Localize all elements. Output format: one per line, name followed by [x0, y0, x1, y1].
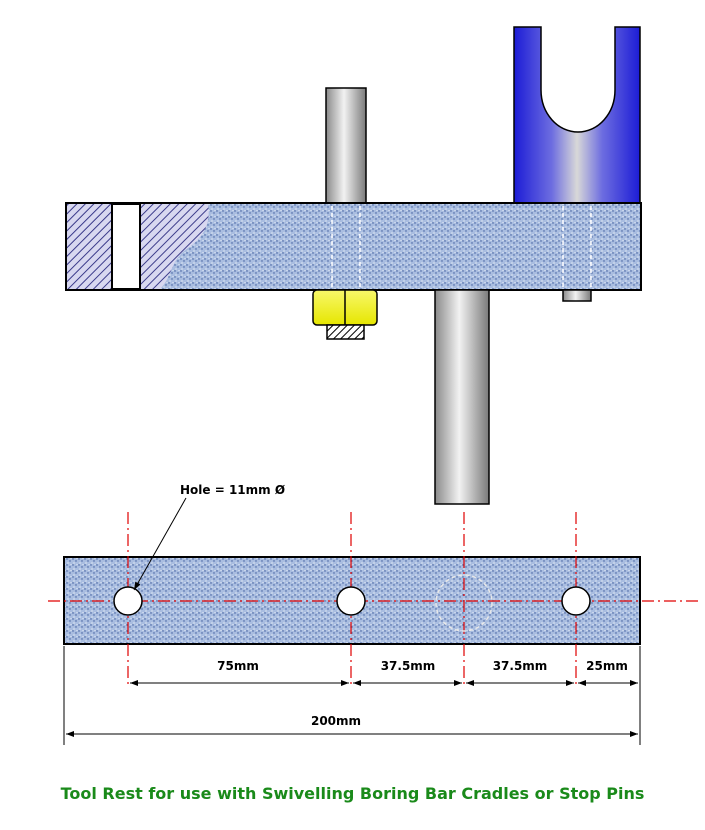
hidden-stem-outline: [435, 574, 493, 632]
pin-stub: [562, 289, 592, 302]
washer: [326, 324, 365, 340]
hole-leader: [133, 497, 187, 591]
dimensions: 75mm 37.5mm 37.5mm 25mm 200mm: [63, 646, 641, 745]
hole-1: [113, 586, 143, 616]
dim-25-label: 25mm: [586, 659, 628, 673]
hole-3: [561, 586, 591, 616]
boring-bar-cradle: [513, 26, 641, 205]
hole-label: Hole = 11mm Ø: [180, 483, 285, 497]
stop-pin: [325, 87, 367, 205]
dim-75-label: 75mm: [217, 659, 259, 673]
side-view: [65, 26, 642, 505]
dim-37-5-a-label: 37.5mm: [381, 659, 436, 673]
hole-2: [336, 586, 366, 616]
dim-200-label: 200mm: [311, 714, 361, 728]
plan-view: Hole = 11mm Ø: [48, 483, 700, 688]
drawing-caption: Tool Rest for use with Swivelling Boring…: [60, 784, 645, 803]
rest-stem: [434, 289, 490, 505]
section-hole: [111, 203, 141, 290]
dim-37-5-b-label: 37.5mm: [493, 659, 548, 673]
